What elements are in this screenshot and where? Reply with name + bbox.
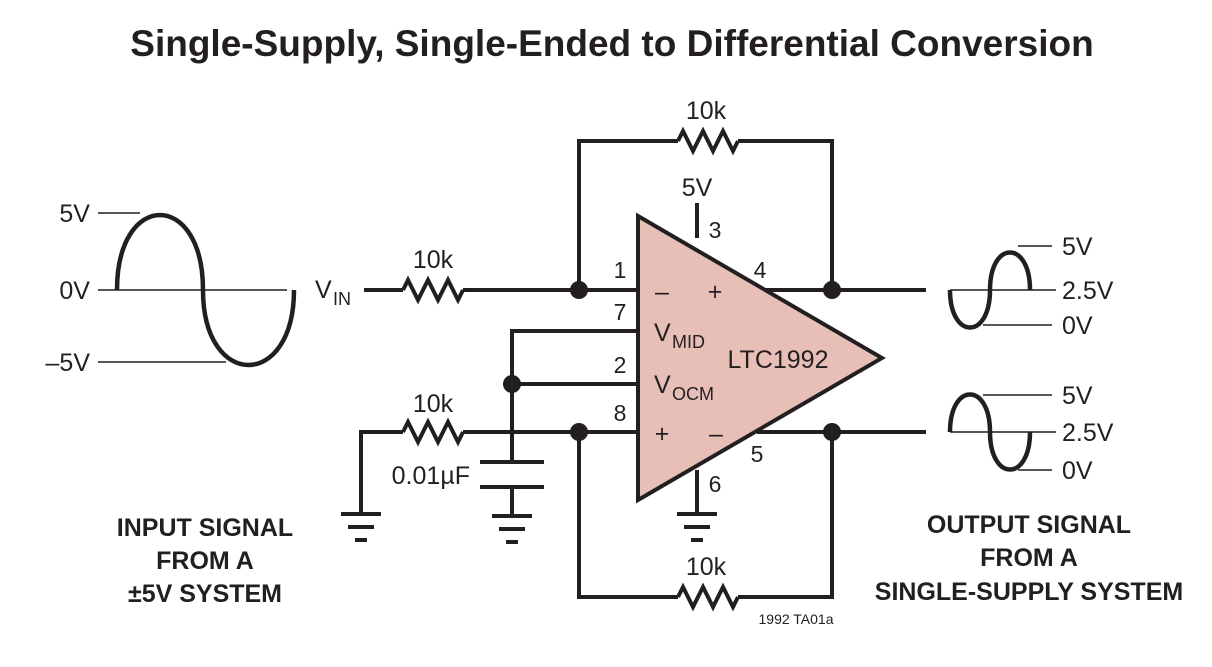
resistor-input-top: 10k [401, 246, 465, 305]
output-caption-line-2: FROM A [980, 544, 1078, 572]
junction-dot [503, 375, 521, 393]
input-level-top: 5V [59, 200, 90, 228]
output-bottom-level-mid: 2.5V [1062, 419, 1114, 447]
vocm-subscript: OCM [672, 384, 714, 404]
output-caption-line-3: SINGLE-SUPPLY SYSTEM [875, 578, 1183, 606]
resistor-feedback-bottom: 10k [676, 553, 740, 612]
junction-dot [823, 281, 841, 299]
amplifier-ltc1992: LTC1992 – + + – V MID V OCM [636, 212, 886, 504]
input-caption: INPUT SIGNAL FROM A ±5V SYSTEM [117, 514, 293, 608]
pin-5: 5 [751, 441, 764, 467]
output-caption: OUTPUT SIGNAL FROM A SINGLE-SUPPLY SYSTE… [875, 511, 1183, 606]
input-caption-line-3: ±5V SYSTEM [128, 580, 282, 608]
input-level-bottom: –5V [46, 349, 91, 377]
figure-id: 1992 TA01a [759, 611, 834, 627]
vmid-label: V [654, 319, 671, 347]
pin-3: 3 [709, 217, 722, 243]
amplifier-triangle [636, 212, 886, 504]
wire [510, 329, 638, 462]
input-caption-line-2: FROM A [156, 547, 254, 575]
resistor-feedback-bottom-label: 10k [686, 553, 727, 581]
output-top-waveform: 5V 2.5V 0V [947, 233, 1114, 340]
pin-2: 2 [614, 352, 627, 378]
amp-plus-output-sign: + [708, 278, 723, 306]
resistor-feedback-top: 10k [676, 97, 740, 156]
vocm-label: V [654, 371, 671, 399]
vmid-subscript: MID [672, 332, 705, 352]
resistor-input-top-label: 10k [413, 246, 454, 274]
junction-dot [823, 423, 841, 441]
resistor-input-bottom-label: 10k [413, 390, 454, 418]
amp-minus-output-sign: – [709, 420, 723, 448]
vin-label: V IN [315, 276, 351, 309]
ground-icon [492, 514, 532, 544]
output-top-level-mid: 2.5V [1062, 277, 1114, 305]
ground-icon [677, 512, 717, 542]
output-bottom-level-top: 5V [1062, 382, 1093, 410]
output-top-level-bottom: 0V [1062, 312, 1093, 340]
pin-4: 4 [754, 257, 767, 283]
page-title: Single-Supply, Single-Ended to Different… [130, 23, 1093, 64]
vin-subscript: IN [333, 289, 351, 309]
ground-icon [341, 512, 381, 542]
supply-label: 5V [682, 174, 713, 202]
pin-1: 1 [614, 257, 627, 283]
output-top-level-top: 5V [1062, 233, 1093, 261]
pin-6: 6 [709, 471, 722, 497]
wires [359, 139, 926, 599]
pin-7: 7 [614, 299, 627, 325]
output-bottom-waveform: 5V 2.5V 0V [947, 382, 1114, 485]
input-caption-line-1: INPUT SIGNAL [117, 514, 293, 542]
vin-main: V [315, 276, 332, 304]
amp-plus-input-sign: + [655, 420, 670, 448]
output-caption-line-1: OUTPUT SIGNAL [927, 511, 1131, 539]
resistor-input-bottom: 10k [401, 390, 465, 447]
pin-8: 8 [614, 400, 627, 426]
output-top-sine-wave [947, 250, 1033, 330]
capacitor: 0.01µF [392, 460, 544, 490]
junction-dot [570, 281, 588, 299]
wire [577, 139, 678, 290]
amplifier-name: LTC1992 [728, 346, 829, 374]
input-waveform: 5V 0V –5V [46, 200, 297, 377]
pin-numbers: 1 7 2 8 3 4 5 6 [614, 217, 767, 497]
wire [738, 432, 834, 599]
junction-dot [570, 423, 588, 441]
input-sine-wave [114, 213, 297, 368]
capacitor-label: 0.01µF [392, 462, 470, 490]
resistor-feedback-top-label: 10k [686, 97, 727, 125]
output-bottom-level-bottom: 0V [1062, 457, 1093, 485]
wire [738, 139, 834, 290]
output-bottom-sine-wave [947, 392, 1033, 472]
wire [577, 432, 678, 599]
junctions [503, 281, 841, 441]
amp-minus-input-sign: – [655, 278, 669, 306]
wire [359, 430, 403, 512]
input-level-mid: 0V [59, 277, 90, 305]
